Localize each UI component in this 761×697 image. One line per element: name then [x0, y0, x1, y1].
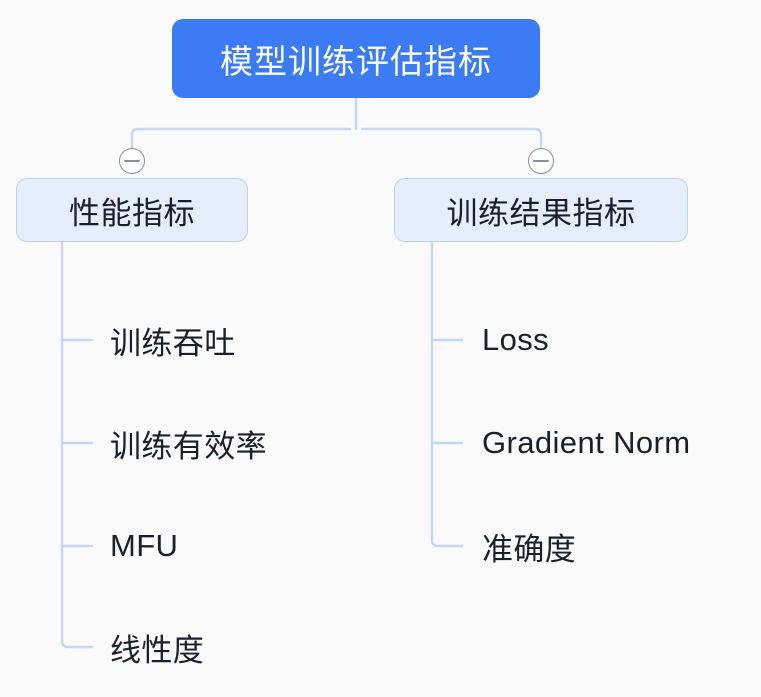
leaf-node-training-throughput[interactable]: 训练吞吐 [110, 325, 236, 361]
leaf-node-mfu[interactable]: MFU [110, 528, 179, 563]
branch-node-training-result-metrics[interactable]: 训练结果指标 [394, 178, 688, 242]
leaf-node-linearity[interactable]: 线性度 [110, 632, 205, 668]
leaf-node-gradient-norm[interactable]: Gradient Norm [482, 425, 691, 460]
leaf-node-accuracy[interactable]: 准确度 [482, 531, 577, 567]
minus-circle-icon-branch-performance[interactable] [119, 148, 145, 174]
root-node[interactable]: 模型训练评估指标 [172, 19, 540, 98]
branch-node-performance-metrics[interactable]: 性能指标 [16, 178, 248, 242]
minus-circle-icon-branch-training-result[interactable] [528, 148, 554, 174]
leaf-node-loss[interactable]: Loss [482, 322, 550, 357]
leaf-node-training-efficiency[interactable]: 训练有效率 [110, 428, 267, 464]
